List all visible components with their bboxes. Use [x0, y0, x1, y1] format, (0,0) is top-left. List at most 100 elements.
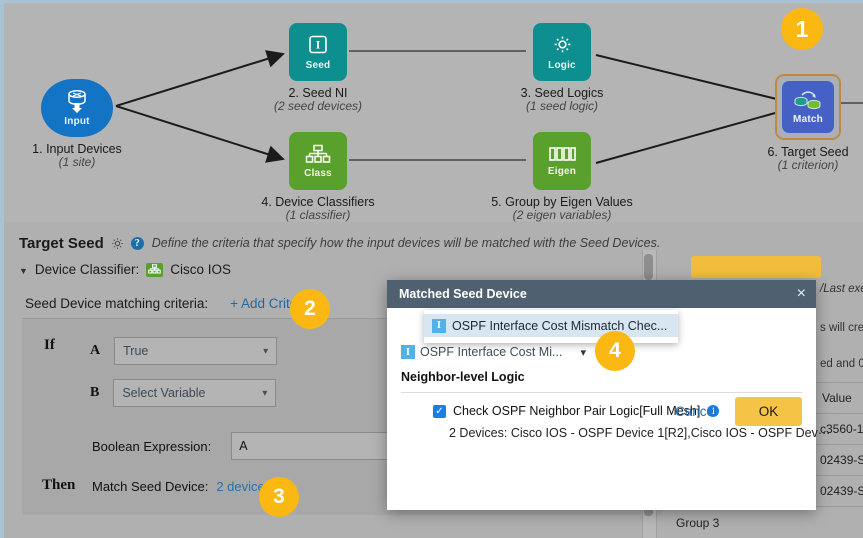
variable-b-value: Select Variable — [122, 386, 206, 400]
eigen-grid-icon: Eigen — [533, 132, 591, 190]
diagram-node-group-eigen[interactable]: Eigen 5. Group by Eigen Values (2 eigen … — [482, 132, 642, 222]
match-seed-device-label: Match Seed Device: — [92, 479, 209, 494]
diagram-node-target-seed[interactable]: Match 6. Target Seed (1 criterion) — [728, 74, 863, 173]
match-seed-device-row: Match Seed Device: 2 devices — [92, 479, 271, 494]
node-tag-class: Class — [304, 167, 332, 179]
variable-a-label: A — [90, 343, 101, 358]
diagram-node-seed-logics[interactable]: Logic 3. Seed Logics (1 seed logic) — [482, 23, 642, 114]
variable-a-row: A True ▾ — [90, 337, 278, 365]
node-tag-logic: Logic — [548, 60, 576, 71]
table-cell-value: 02439-SW — [820, 484, 863, 498]
node-sub-seed-logics: (1 seed logic) — [525, 99, 599, 114]
node-sub-group-eigen: (2 eigen variables) — [512, 208, 612, 222]
table-divider — [814, 475, 863, 476]
cancel-button[interactable]: Cancel — [674, 404, 717, 419]
node-tag-match: Match — [793, 113, 823, 125]
diagram-edges — [115, 50, 863, 164]
matching-criteria-row: Seed Device matching criteria: + Add Cri… — [25, 296, 312, 311]
device-classifier-row[interactable]: ▼ Device Classifier: Cisco IOS — [19, 262, 231, 277]
diagram-node-device-classifiers[interactable]: Class 4. Device Classifiers (1 classifie… — [238, 132, 398, 222]
target-seed-selected-outline: Match — [775, 74, 841, 140]
node-label-group-eigen: 5. Group by Eigen Values — [491, 195, 633, 209]
match-icon: Match — [782, 81, 834, 133]
dialog-title: Matched Seed Device — [399, 287, 527, 301]
close-icon[interactable]: × — [796, 285, 806, 302]
panel-header: Target Seed ? Define the criteria that s… — [8, 230, 863, 256]
logic-badge-icon: I — [432, 318, 446, 333]
boolean-expression-label: Boolean Expression: — [92, 438, 212, 454]
seed-glyph: I — [309, 35, 327, 53]
table-divider — [814, 382, 863, 383]
variable-a-value: True — [123, 344, 149, 358]
page-title: Target Seed — [19, 234, 104, 252]
seed-device-select[interactable]: I OSPF Interface Cost Mi... ▾ — [401, 345, 586, 359]
info-icon[interactable]: i — [707, 405, 720, 417]
last-exec-text: /Last exec — [820, 283, 863, 295]
table-cell-group: Group 3 — [676, 516, 720, 530]
node-label-device-classifiers: 4. Device Classifiers — [261, 195, 375, 209]
table-divider — [814, 444, 863, 445]
dropdown-option-label: OSPF Interface Cost Mismatch Chec... — [452, 318, 668, 333]
diagram-surface: Input 1. Input Devices (1 site) I Seed 2… — [8, 3, 863, 222]
matched-seed-device-dialog: Matched Seed Device × I OSPF Interface C… — [387, 280, 831, 510]
node-tag-seed: Seed — [305, 59, 331, 71]
diagram-node-input-devices[interactable]: Input 1. Input Devices (1 site) — [4, 79, 157, 170]
node-sub-input-devices: (1 site) — [58, 155, 96, 170]
node-sub-seed-ni: (2 seed devices) — [273, 99, 363, 114]
chevron-down-icon: ▾ — [580, 346, 586, 359]
node-label-input-devices: 1. Input Devices — [32, 142, 122, 156]
neighbor-pair-logic-label: Check OSPF Neighbor Pair Logic[Full Mesh… — [453, 404, 701, 418]
matching-criteria-label: Seed Device matching criteria: — [25, 296, 209, 311]
node-sub-target-seed: (1 criterion) — [777, 158, 839, 173]
execute-button[interactable] — [691, 256, 821, 278]
column-header-value: Value — [822, 391, 852, 405]
if-keyword: If — [44, 337, 55, 353]
variable-b-label: B — [90, 385, 100, 400]
neighbor-pair-logic-checkbox[interactable]: ✓ — [433, 404, 446, 418]
gear-logic-glyph — [554, 36, 570, 53]
node-label-target-seed: 6. Target Seed — [767, 145, 849, 159]
collapse-caret-icon[interactable]: ▼ — [19, 265, 28, 276]
chevron-down-icon: ▾ — [262, 387, 268, 399]
step-badge-2: 2 — [290, 289, 330, 329]
step-badge-4: 4 — [595, 331, 635, 371]
node-sub-device-classifiers: (1 classifier) — [285, 208, 351, 222]
workflow-diagram-canvas: Input 1. Input Devices (1 site) I Seed 2… — [0, 0, 863, 222]
dropdown-option-ospf-cost-mismatch[interactable]: I OSPF Interface Cost Mismatch Chec... — [424, 314, 678, 337]
then-keyword-row: Then — [42, 477, 75, 494]
device-classifier-label: Device Classifier: — [34, 262, 140, 277]
table-divider — [814, 506, 863, 507]
gear-glyph — [111, 237, 123, 249]
variable-a-select[interactable]: True ▾ — [114, 337, 278, 365]
step-badge-1: 1 — [781, 8, 823, 50]
table-cell-value: c3560-1, — [820, 422, 863, 436]
matched-devices-text: 2 Devices: Cisco IOS - OSPF Device 1[R2]… — [449, 426, 831, 440]
database-input-icon: Input — [41, 79, 113, 137]
classifier-icon — [146, 262, 164, 277]
classifier-glyph — [148, 264, 161, 274]
results-line-2: ed and 0 — [820, 358, 863, 370]
results-line-1: s will cre — [820, 322, 863, 334]
dialog-body: I OSPF Interface Cost Mismatch Chec... I… — [387, 308, 831, 440]
hierarchy-class-icon: Class — [289, 132, 347, 190]
match-seed-device-link[interactable]: 2 devices — [216, 479, 272, 494]
variable-b-row: B Select Variable ▾ — [90, 379, 277, 407]
neighbor-pair-logic-row: ✓ Check OSPF Neighbor Pair Logic[Full Me… — [433, 404, 802, 418]
diagram-node-seed-ni[interactable]: I Seed 2. Seed NI (2 seed devices) — [238, 23, 398, 114]
seed-device-select-value: OSPF Interface Cost Mi... — [420, 345, 563, 359]
table-cell-value: 02439-SW — [820, 453, 863, 467]
database-input-glyph — [68, 90, 86, 113]
scrollbar-thumb[interactable] — [644, 254, 653, 280]
node-tag-eigen: Eigen — [547, 165, 577, 177]
step-badge-3: 3 — [259, 477, 299, 517]
gear-logic-icon: Logic — [533, 23, 591, 81]
node-label-seed-logics: 3. Seed Logics — [520, 86, 604, 100]
table-divider — [814, 413, 863, 414]
variable-b-select[interactable]: Select Variable ▾ — [113, 379, 277, 407]
svg-text:I: I — [316, 37, 321, 51]
ok-button[interactable]: OK — [735, 397, 802, 426]
help-icon[interactable]: ? — [130, 236, 144, 250]
dialog-header: Matched Seed Device × — [387, 280, 816, 308]
gear-icon[interactable] — [110, 236, 125, 251]
